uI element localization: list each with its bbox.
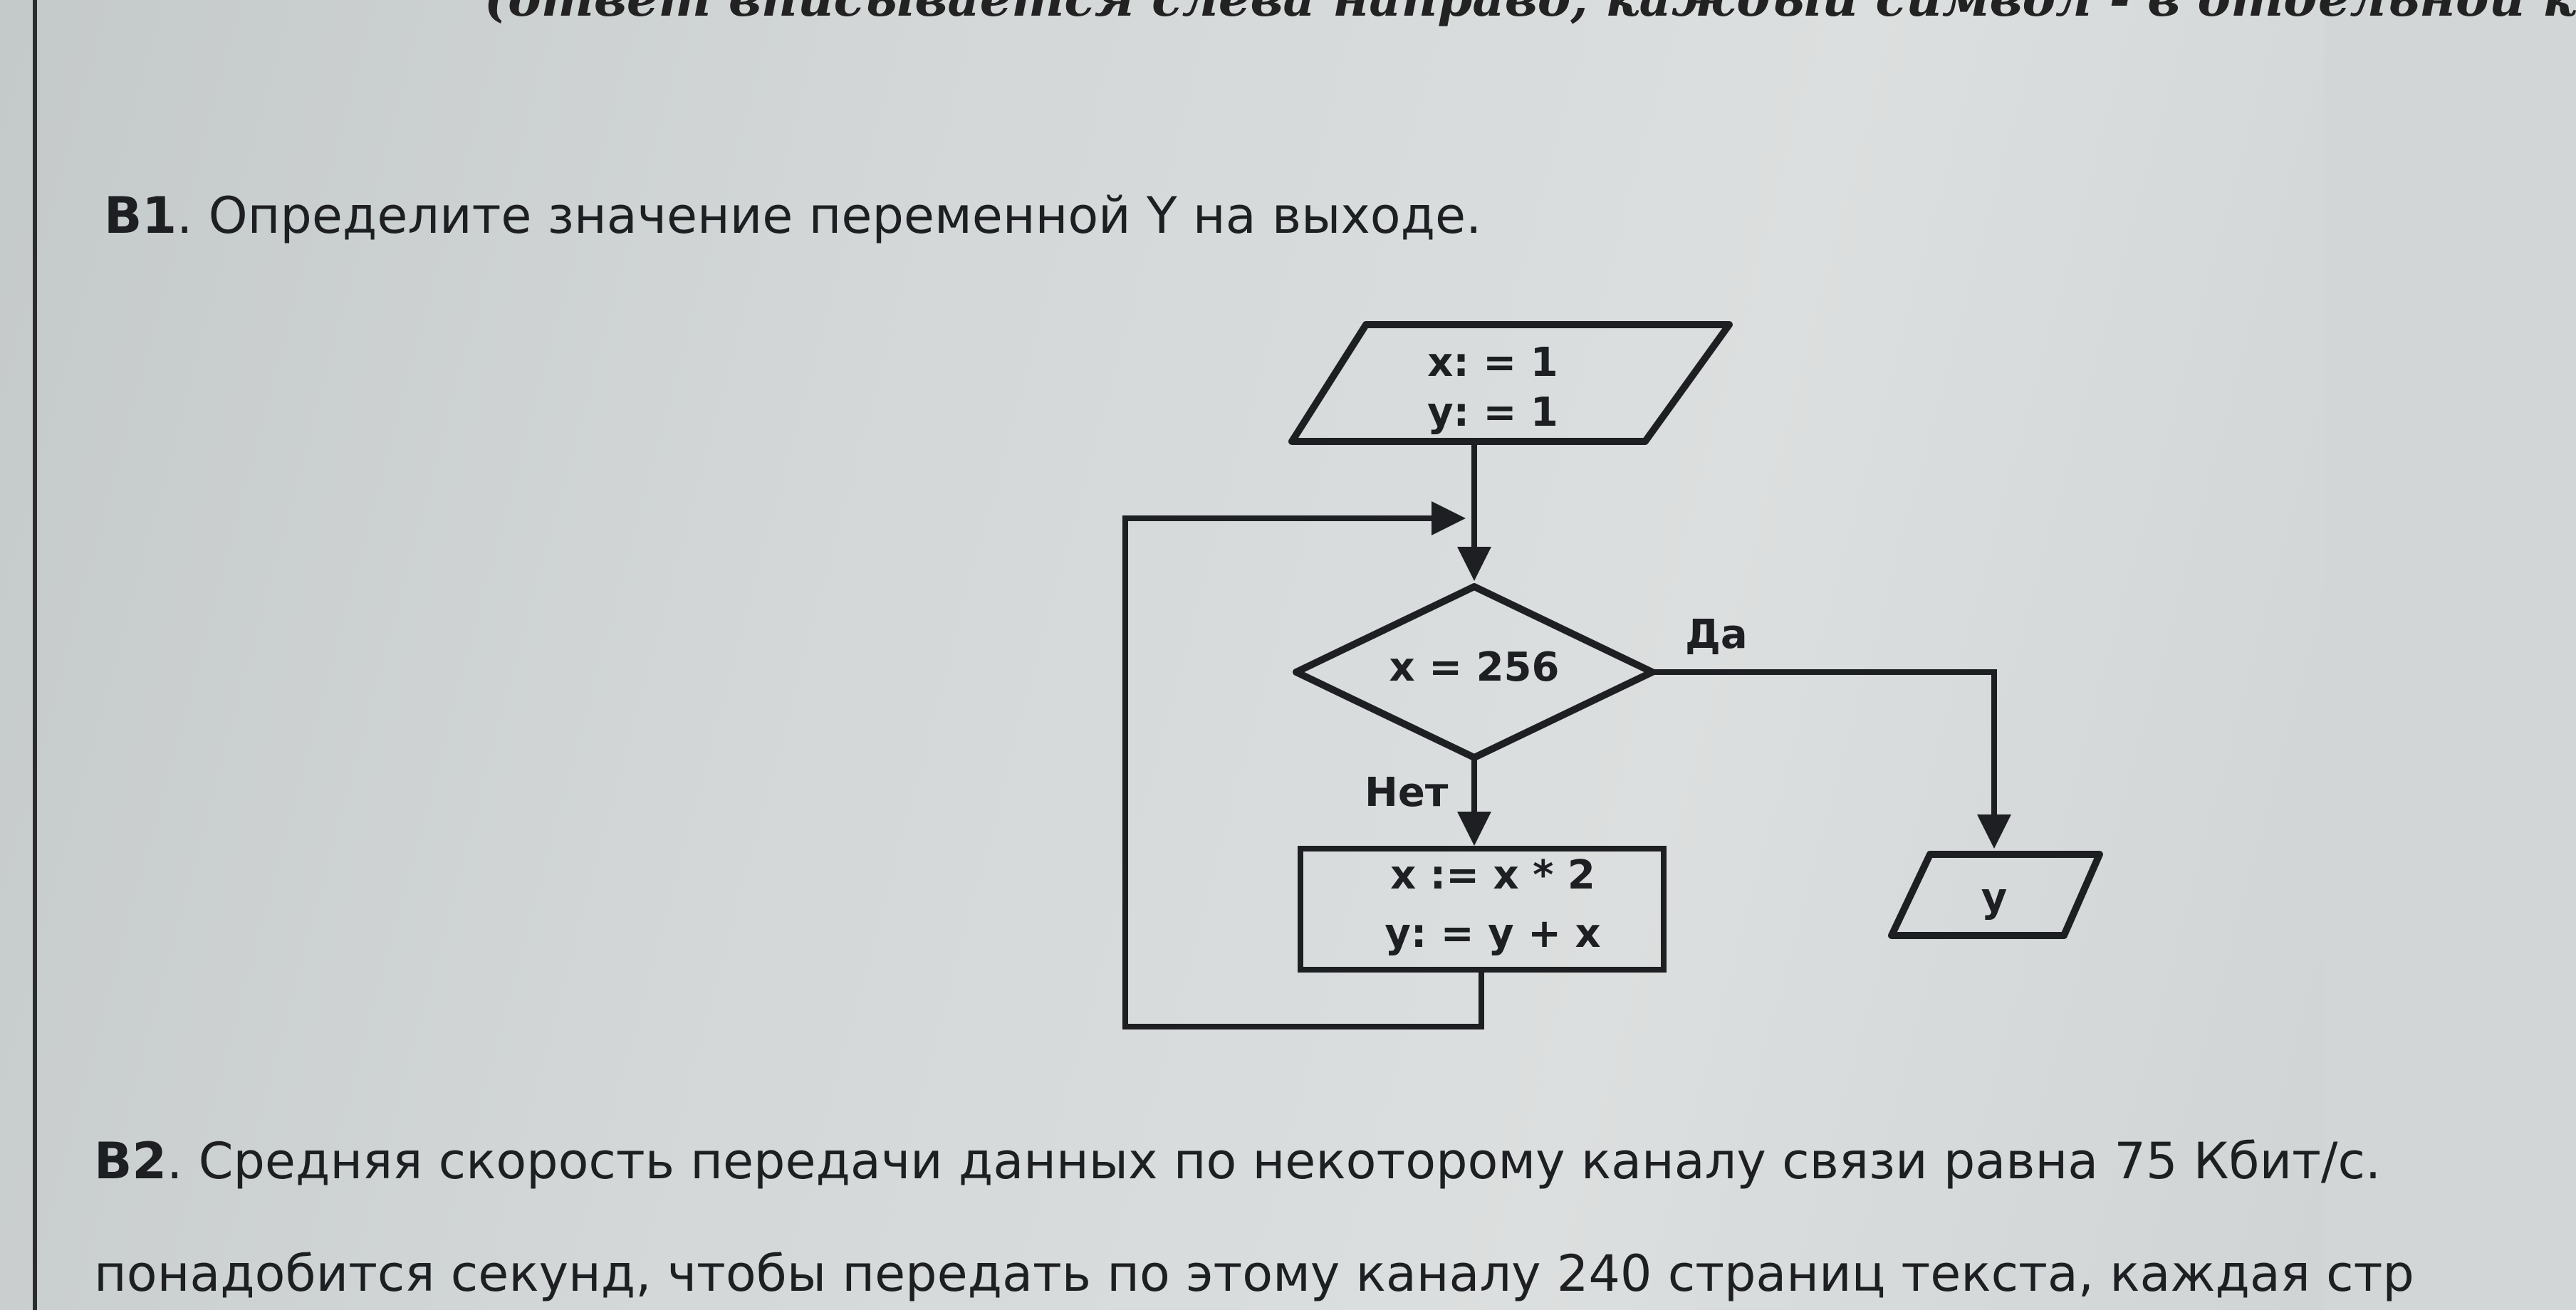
question-b2: В2. Средняя скорость передачи данных по …: [94, 1132, 2381, 1190]
process-line-2: y: = y + x: [1385, 911, 1600, 957]
margin-line: [33, 0, 37, 1310]
question-b1: В1. Определите значение переменной Y на …: [104, 187, 1481, 245]
no-label: Нет: [1365, 770, 1449, 816]
instruction-text: (ответ вписывается слева направо, каждый…: [484, 0, 2576, 28]
input-block: [1288, 321, 1733, 445]
question-b2-text: . Средняя скорость передачи данных по не…: [167, 1132, 2382, 1190]
question-b1-number: В1: [104, 187, 177, 245]
flowchart: x: = 1 y: = 1 x = 256 Да Нет x := x * 2 …: [1122, 321, 2103, 1029]
process-line-1: x := x * 2: [1390, 852, 1595, 898]
output-block: [1888, 851, 2103, 939]
question-b2-continuation: понадобится секунд, чтобы передать по эт…: [94, 1244, 2414, 1303]
input-line-1: x: = 1: [1427, 340, 1558, 386]
decision-condition: x = 256: [1389, 644, 1560, 691]
question-b2-number: В2: [94, 1132, 167, 1190]
question-b1-text: . Определите значение переменной Y на вы…: [177, 187, 1482, 245]
connector-loop-back: [1122, 501, 1484, 1029]
output-label: y: [1981, 875, 2008, 921]
yes-label: Да: [1685, 612, 1748, 658]
input-line-2: y: = 1: [1427, 389, 1558, 436]
connector-yes-to-output: [1652, 669, 2011, 849]
